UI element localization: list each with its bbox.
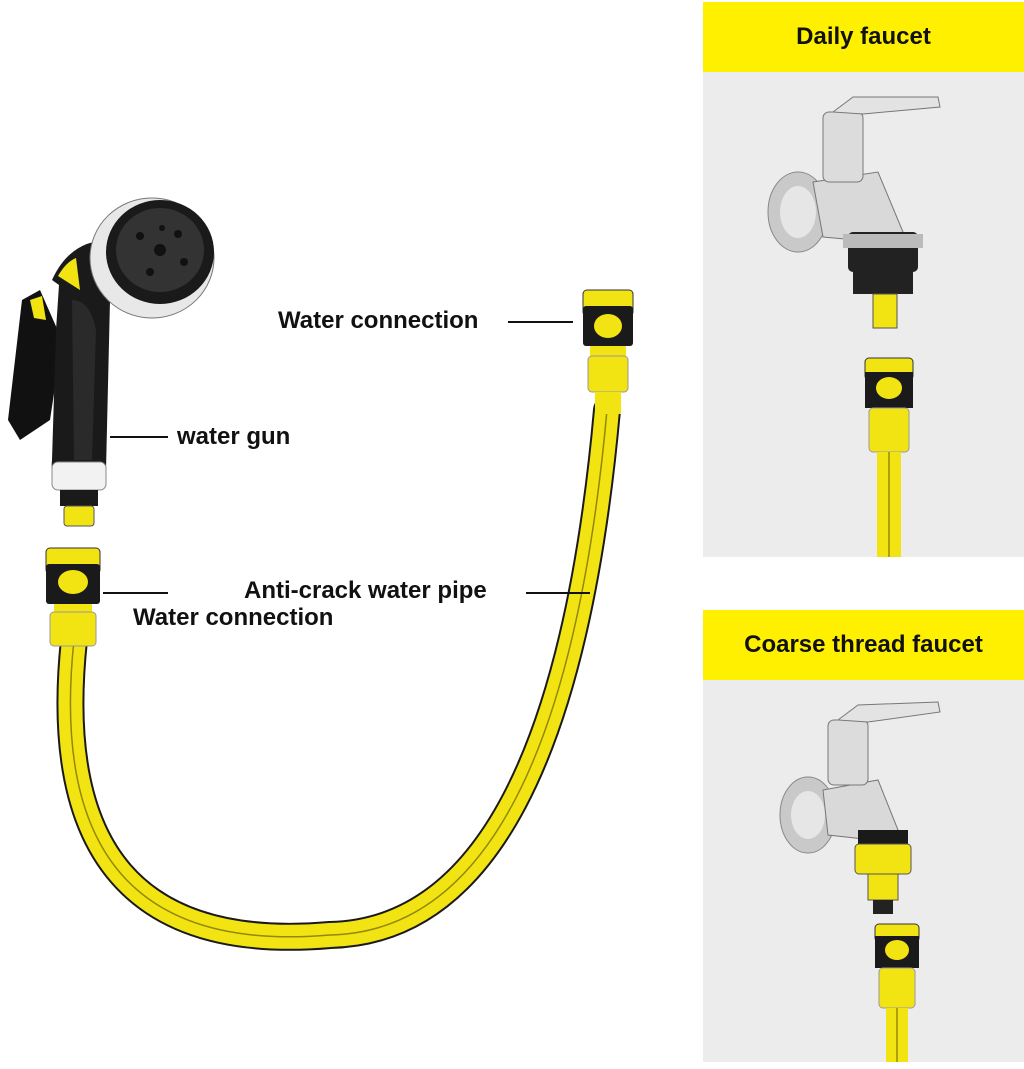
panel-header-coarse: Coarse thread faucet bbox=[703, 610, 1024, 680]
panel-daily-faucet: Daily faucet bbox=[703, 2, 1024, 557]
label-water-gun: water gun bbox=[177, 423, 291, 450]
panel-title-daily: Daily faucet bbox=[796, 23, 931, 50]
coarse-thread-faucet-illustration bbox=[779, 701, 941, 1062]
daily-faucet-illustration bbox=[767, 96, 941, 557]
water-gun bbox=[8, 197, 215, 527]
panel-title-coarse: Coarse thread faucet bbox=[744, 631, 983, 658]
water-connector-top bbox=[582, 289, 634, 414]
hose-assembly-illustration bbox=[8, 197, 634, 951]
label-anti-crack-pipe: Anti-crack water pipe bbox=[244, 577, 487, 604]
label-water-connection-bottom: Water connection bbox=[133, 604, 334, 631]
panel-coarse-thread-faucet: Coarse thread faucet bbox=[703, 610, 1024, 1062]
water-pipe bbox=[56, 396, 621, 951]
label-water-connection-top: Water connection bbox=[278, 307, 479, 334]
water-connector-bottom bbox=[45, 547, 101, 647]
panel-header-daily: Daily faucet bbox=[703, 2, 1024, 72]
